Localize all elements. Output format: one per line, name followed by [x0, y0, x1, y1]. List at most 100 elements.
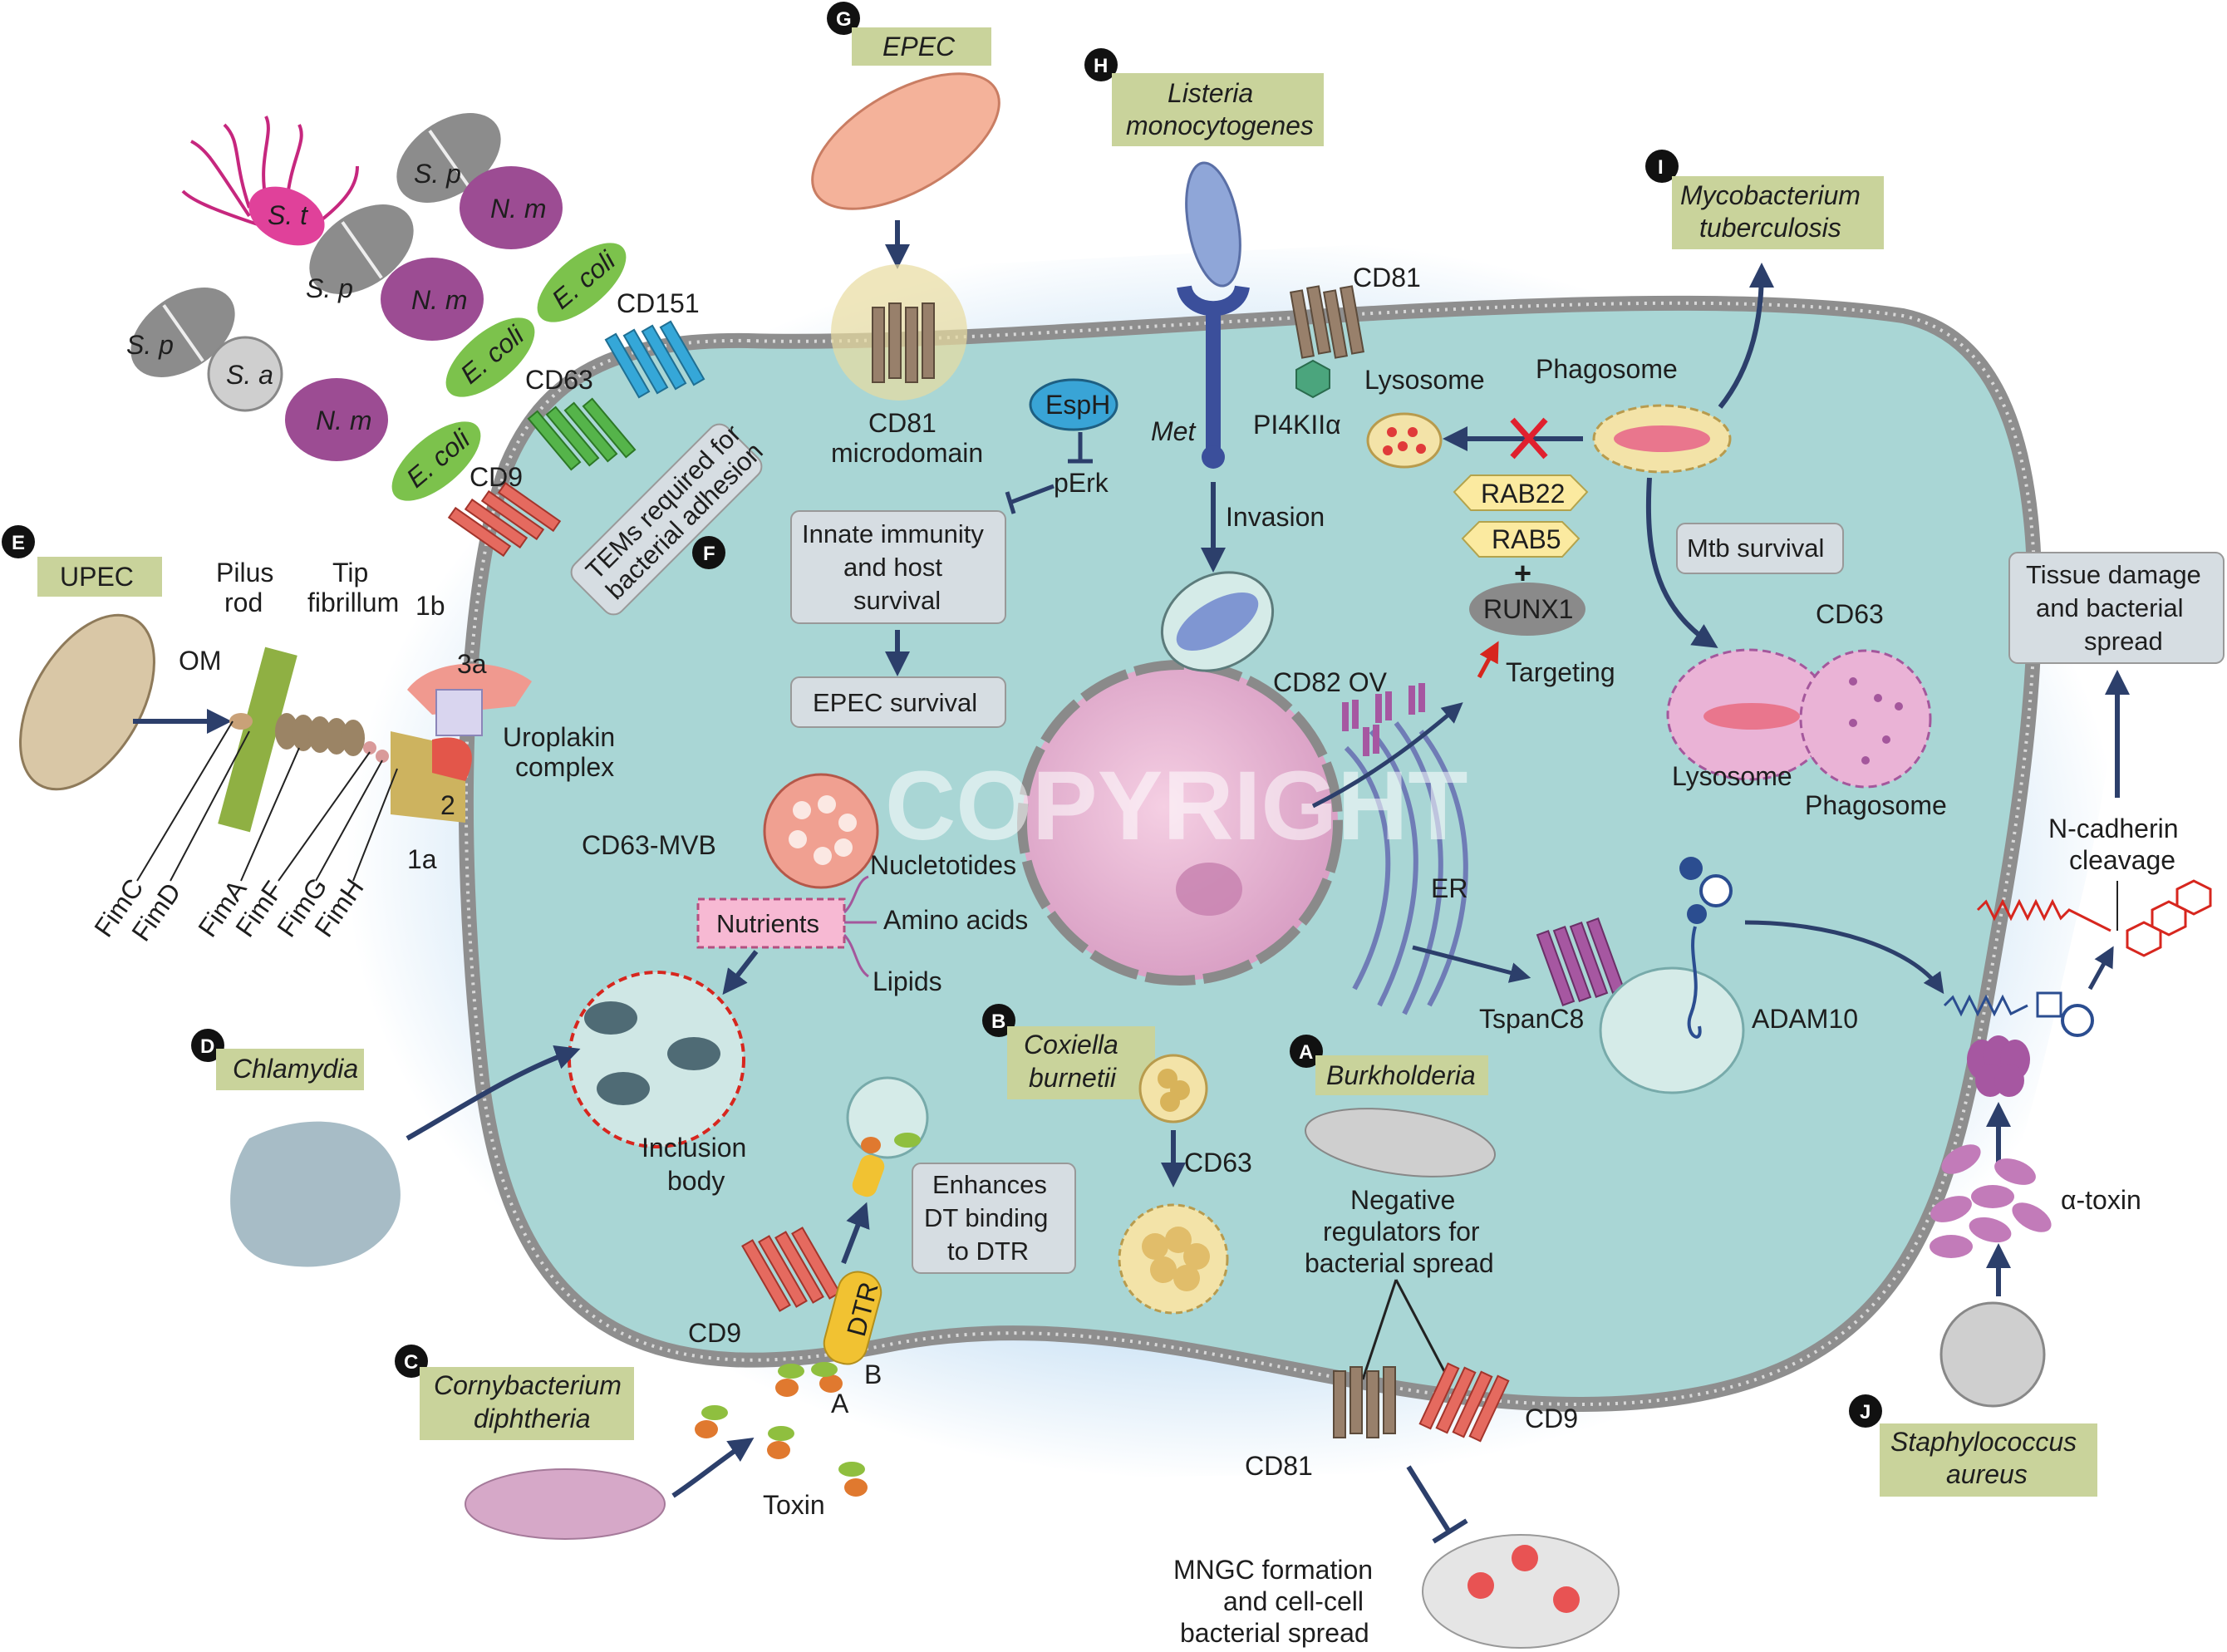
ncad-label-2: cleavage	[2069, 845, 2175, 875]
rab5-label: RAB5	[1492, 524, 1561, 554]
cd81-micro-label-1: CD81	[868, 408, 937, 438]
chlamydia-cell	[230, 1121, 401, 1267]
neisseria-2	[381, 258, 484, 341]
enhance-3: to DTR	[947, 1237, 1029, 1266]
dt-b-label: B	[864, 1359, 882, 1389]
sp-label-3: S. p	[126, 330, 174, 360]
sp-label-1: S. p	[414, 159, 461, 189]
block-x	[1510, 417, 1548, 460]
lysosome-dots	[1383, 427, 1426, 455]
uroplakin-label-1: Uroplakin	[503, 722, 615, 752]
epec-label: EPEC	[882, 32, 956, 61]
p2-label: 2	[440, 790, 455, 820]
cd81-burk-label: CD81	[1245, 1451, 1313, 1481]
epec-bacterium	[811, 72, 1000, 210]
mtb-survival: Mtb survival	[1687, 533, 1824, 563]
neg-label-1: Negative	[1350, 1185, 1455, 1215]
badge-a	[1290, 1035, 1323, 1068]
listeria-internal	[1176, 592, 1259, 651]
diph-label-box	[420, 1367, 634, 1440]
p3a-label: 3a	[457, 649, 487, 679]
adam10-head-1	[1679, 857, 1703, 880]
om-label: OM	[179, 646, 222, 676]
innate-3: survival	[853, 586, 941, 615]
cd63-adhesion-label: CD63	[525, 365, 593, 395]
neisseria-3	[285, 378, 388, 461]
lysosome2-label: Lysosome	[1672, 761, 1792, 791]
staph-small	[207, 336, 283, 412]
mngc-label-2: and cell-cell	[1223, 1586, 1364, 1616]
ecoli-1	[537, 243, 627, 322]
cd9-dt-tetraspanin	[741, 1227, 841, 1312]
cd9-burk-label: CD9	[1525, 1404, 1578, 1433]
tissue-2: and bacterial	[2036, 593, 2184, 622]
cd81-epec-tetraspanin	[872, 302, 935, 383]
coxiella-cd63-vacuole	[1118, 1203, 1229, 1315]
listeria-label-2: monocytogenes	[1126, 111, 1314, 140]
rab5-box	[1461, 521, 1581, 558]
innate-2: and host	[843, 553, 942, 582]
staph-label-box	[1880, 1423, 2097, 1497]
targeting-arrow	[1477, 641, 1499, 679]
burk-label-box	[1315, 1055, 1488, 1095]
lysosome-label: Lysosome	[1364, 365, 1485, 395]
mtb-down-arrow	[1645, 477, 1718, 648]
cd151-label: CD151	[617, 288, 700, 318]
lysosome-top	[1366, 412, 1443, 469]
sp-label-2: S. p	[306, 273, 353, 303]
inclusion-label-1: Inclusion	[642, 1133, 746, 1163]
coxiella-label-2: burnetii	[1029, 1063, 1117, 1093]
dt-vesicle-orange	[861, 1137, 881, 1153]
cd151-tetraspanin	[604, 320, 705, 399]
badge-i-text: I	[1658, 156, 1664, 179]
phagosome-label: Phagosome	[1536, 354, 1678, 384]
ncad-blue	[1943, 994, 2028, 1017]
chlamydia-body-1	[584, 1001, 637, 1035]
er-label: ER	[1431, 873, 1467, 903]
diph-label-2: diphtheria	[474, 1404, 591, 1433]
mvb-vesicles	[789, 795, 857, 865]
diph-bacterium	[465, 1468, 666, 1540]
tip-label-2: fibrillum	[307, 588, 399, 617]
dtr-receptor	[823, 1271, 882, 1365]
nutrient-item-2: Lipids	[873, 966, 942, 996]
staph-label-1: Staphylococcus	[1890, 1427, 2077, 1457]
pilus-label-1: Pilus	[216, 558, 273, 588]
enhance-1: Enhances	[932, 1170, 1047, 1199]
chlamydia-body-2	[667, 1037, 720, 1070]
cd9-burk-tetraspanin	[1418, 1362, 1510, 1443]
badge-g	[827, 2, 860, 35]
invasion-label: Invasion	[1226, 502, 1325, 532]
rab22-label: RAB22	[1481, 479, 1565, 509]
mngc-label-3: bacterial spread	[1180, 1618, 1369, 1648]
mtb-up-arrow	[1718, 263, 1774, 409]
badge-e-text: E	[12, 532, 25, 554]
mtb-label-1: Mycobacterium	[1680, 180, 1861, 210]
neg-label-2: regulators for	[1323, 1217, 1480, 1246]
er-to-tspan-arrow	[1412, 945, 1531, 983]
met-label: Met	[1151, 416, 1196, 446]
sa-label: S. a	[226, 360, 273, 390]
badge-f	[692, 536, 725, 569]
mtb-survival-box	[1676, 523, 1844, 574]
cd9-adhesion-label: CD9	[469, 462, 523, 492]
coxiella-label-box	[1007, 1026, 1155, 1099]
epec-label-box	[852, 27, 991, 66]
runx1-oval	[1469, 583, 1585, 636]
enhance-box	[912, 1163, 1076, 1274]
uroplakin-label-2: complex	[515, 752, 614, 782]
alpha-toxin-pore	[1967, 1035, 2030, 1097]
cd81-burk-tetraspanin	[1333, 1366, 1396, 1438]
adam-vesicle	[1599, 966, 1745, 1094]
nm-label-1: N. m	[490, 194, 547, 224]
badge-b-text: B	[991, 1010, 1005, 1033]
diph-label-1: Cornybacterium	[434, 1370, 622, 1400]
adam10-stalk	[1687, 926, 1702, 1039]
adam10-head-2	[1699, 874, 1733, 907]
p1b-label: 1b	[415, 591, 445, 621]
upec-bacterium	[19, 613, 155, 791]
ncad-cleavage-box	[2036, 991, 2062, 1018]
perk-label: pErk	[1054, 468, 1109, 498]
chlamydia-body-3	[597, 1072, 650, 1105]
